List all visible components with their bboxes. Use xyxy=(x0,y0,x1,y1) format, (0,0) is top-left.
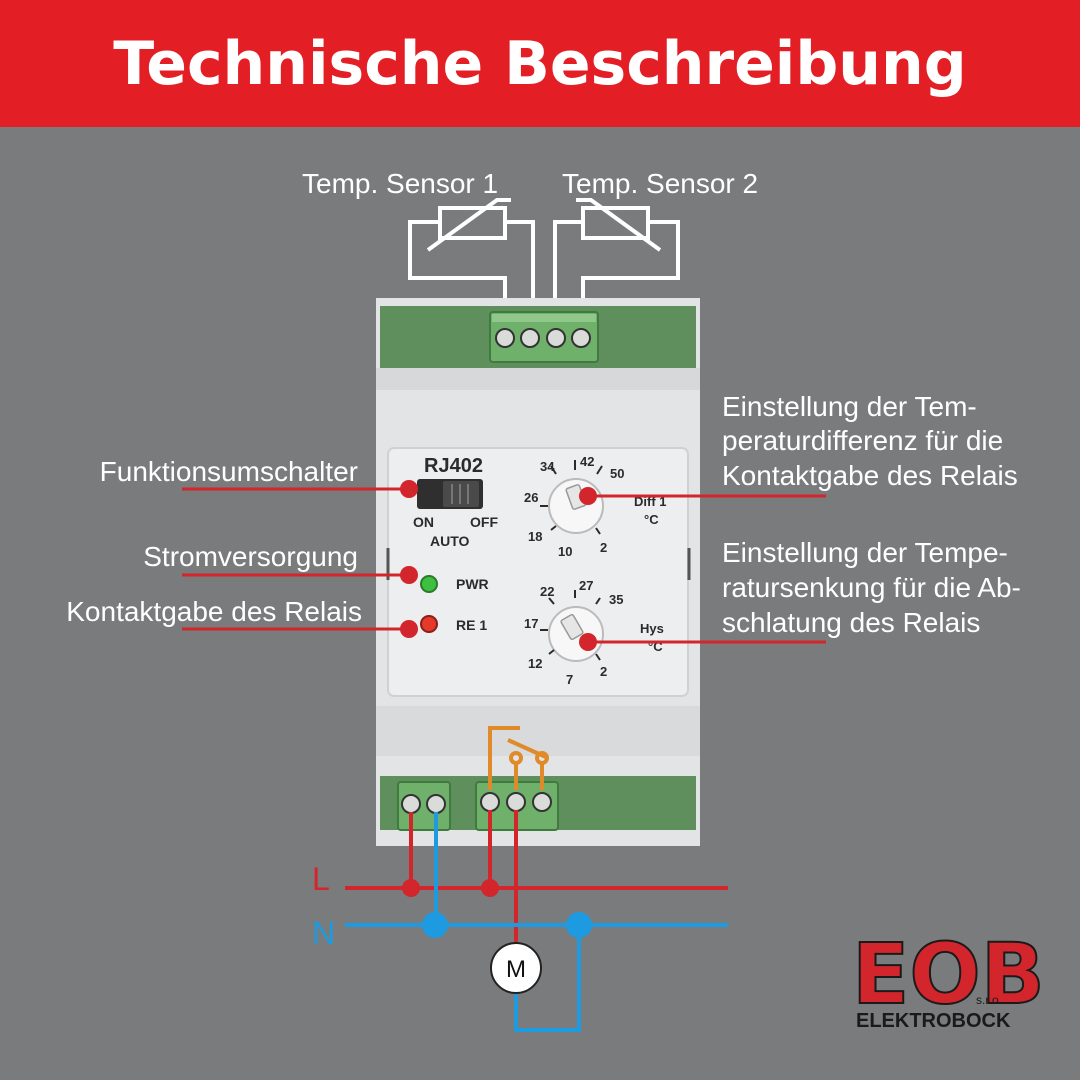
diff-tick-34: 34 xyxy=(540,459,555,474)
sensor-1-label: Temp. Sensor 1 xyxy=(302,168,498,199)
neutral-junction-1 xyxy=(422,912,448,938)
relay-contact-symbol xyxy=(488,726,549,790)
diff-dial-ticks xyxy=(540,460,603,535)
live-junction-2 xyxy=(481,879,499,897)
callout-diff-line1: Einstellung der Tem- xyxy=(722,391,977,422)
diff-dial[interactable] xyxy=(548,478,604,534)
pwr-led xyxy=(420,575,438,593)
callout-hys-line2: ratursenkung für die Ab- xyxy=(722,572,1021,603)
hys-tick-35: 35 xyxy=(609,592,623,607)
sensor-2-resistor xyxy=(581,206,650,240)
hys-tick-27: 27 xyxy=(579,578,593,593)
sensor-1-resistor xyxy=(438,206,507,240)
motor-symbol: M xyxy=(490,942,542,994)
callout-dot-relay xyxy=(400,620,418,638)
neutral-junction-2 xyxy=(566,912,592,938)
diff-tick-50: 50 xyxy=(610,466,624,481)
device-housing xyxy=(376,298,700,846)
diff-dial-unit: °C xyxy=(644,512,659,527)
diff-tick-2: 2 xyxy=(600,540,607,555)
callout-lines xyxy=(182,487,826,644)
function-switch[interactable] xyxy=(417,479,483,509)
motor-label: M xyxy=(506,956,526,983)
diff-tick-26: 26 xyxy=(524,490,538,505)
hys-dial-label: Hys xyxy=(640,621,664,636)
pwr-label: PWR xyxy=(456,576,489,592)
re1-led xyxy=(420,615,438,633)
diff-tick-10: 10 xyxy=(558,544,572,559)
switch-off-label: OFF xyxy=(470,514,498,530)
logo-letters: EOB xyxy=(852,925,1045,1023)
re1-label: RE 1 xyxy=(456,617,487,633)
callout-relay-contact: Kontaktgabe des Relais xyxy=(66,596,362,627)
callout-hys-line1: Einstellung der Tempe- xyxy=(722,537,1008,568)
model-name: RJ402 xyxy=(424,455,483,477)
switch-auto-label: AUTO xyxy=(430,533,470,549)
diff-tick-18: 18 xyxy=(528,529,542,544)
callout-dot-power xyxy=(400,566,418,584)
switch-on-label: ON xyxy=(413,514,434,530)
hys-tick-2: 2 xyxy=(600,664,607,679)
callout-diff-line2: peraturdifferenz für die xyxy=(722,425,1003,456)
callout-diff-line3: Kontaktgabe des Relais xyxy=(722,460,1018,491)
live-junction-1 xyxy=(402,879,420,897)
sensor-wiring xyxy=(408,198,680,312)
sensor-2-label: Temp. Sensor 2 xyxy=(562,168,758,199)
hys-tick-17: 17 xyxy=(524,616,538,631)
hys-dial[interactable] xyxy=(548,606,604,662)
hys-tick-12: 12 xyxy=(528,656,542,671)
callout-dot-diff xyxy=(579,487,597,505)
diff-dial-label: Diff 1 xyxy=(634,494,667,509)
top-terminal-block[interactable] xyxy=(489,311,599,363)
hys-tick-22: 22 xyxy=(540,584,554,599)
power-terminal-block[interactable] xyxy=(397,781,451,831)
hys-dial-ticks xyxy=(540,590,601,661)
neutral-wiring xyxy=(345,812,728,1032)
callout-hys-line3: schlatung des Relais xyxy=(722,607,980,638)
callout-dot-switch xyxy=(400,480,418,498)
logo-suffix: s.r.o. xyxy=(976,993,1002,1007)
live-label: L xyxy=(312,861,330,897)
callout-power: Stromversorgung xyxy=(143,541,358,572)
neutral-label: N xyxy=(312,915,335,951)
hys-tick-7: 7 xyxy=(566,672,573,687)
callout-switch: Funktionsumschalter xyxy=(100,456,358,487)
page-title: Technische Beschreibung xyxy=(113,28,967,99)
title-banner: Technische Beschreibung xyxy=(0,0,1080,127)
logo-name: ELEKTROBOCK xyxy=(856,1010,1011,1032)
company-logo: EOB s.r.o. ELEKTROBOCK xyxy=(851,924,1046,1032)
diff-tick-42: 42 xyxy=(580,454,594,469)
callout-dot-hys xyxy=(579,633,597,651)
